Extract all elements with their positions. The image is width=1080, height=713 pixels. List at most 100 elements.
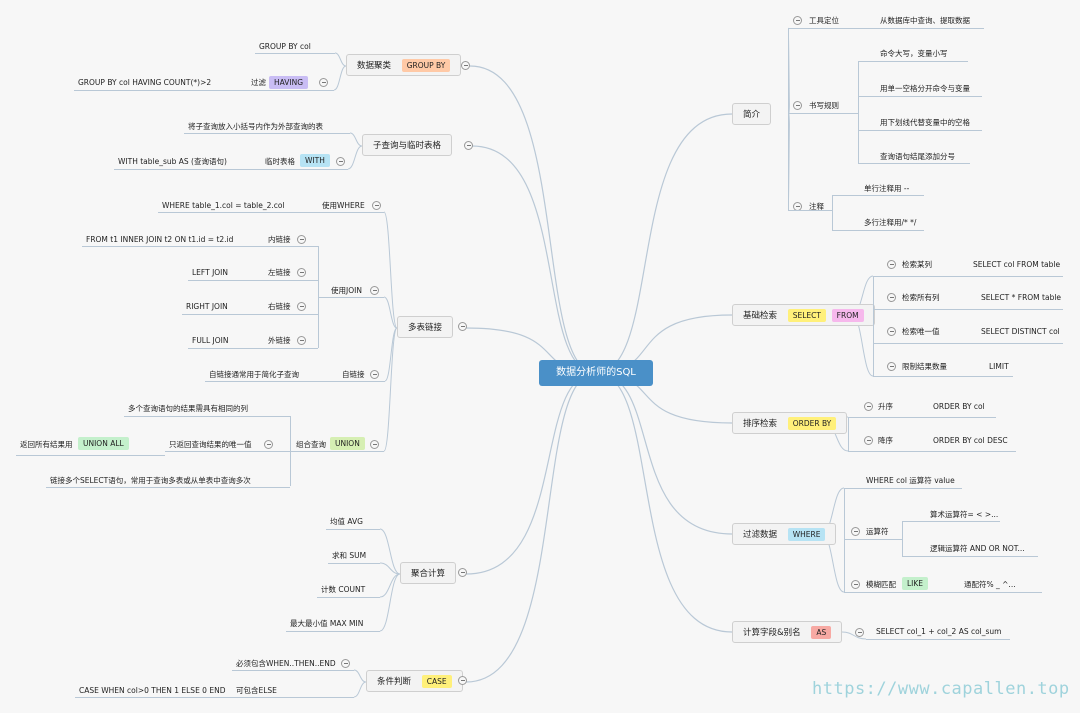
tag-where: WHERE: [787, 528, 826, 541]
leaf-text: WHERE table_1.col = table_2.col: [162, 201, 285, 210]
collapse-toggle[interactable]: [864, 402, 873, 411]
leaf-text: 求和 SUM: [332, 551, 367, 560]
collapse-toggle[interactable]: [851, 527, 860, 536]
node-label: 检索所有列: [902, 293, 940, 302]
node-label: 临时表格: [265, 157, 295, 166]
topic-join[interactable]: 多表链接: [397, 316, 454, 338]
leaf-text: 单行注释用 --: [864, 184, 910, 193]
collapse-toggle[interactable]: [370, 440, 379, 449]
node-label: 模糊匹配: [866, 580, 896, 589]
connector-right-4: [595, 372, 733, 633]
leaf-text: LIMIT: [989, 362, 1009, 371]
leaf-text: SELECT col FROM table: [973, 260, 1061, 269]
node-label: 工具定位: [809, 16, 839, 25]
collapse-toggle[interactable]: [297, 302, 306, 311]
center-topic[interactable]: 数据分析师的SQL: [539, 360, 653, 386]
topic-aggregate[interactable]: 聚合计算: [400, 562, 457, 584]
collapse-toggle[interactable]: [336, 157, 345, 166]
collapse-toggle[interactable]: [341, 659, 350, 668]
leaf-text: SELECT * FROM table: [981, 293, 1062, 302]
topic-label: 子查询与临时表格: [373, 141, 442, 151]
collapse-toggle[interactable]: [372, 201, 381, 210]
node-label: 使用JOIN: [331, 286, 362, 295]
collapse-toggle[interactable]: [370, 370, 379, 379]
node-label: 检索某列: [902, 260, 932, 269]
collapse-toggle[interactable]: [864, 436, 873, 445]
collapse-toggle[interactable]: [297, 235, 306, 244]
leaf-text: GROUP BY col: [259, 42, 311, 51]
node-label: 检索唯一值: [902, 327, 940, 336]
leaf-text: 用单一空格分开命令与变量: [880, 84, 970, 93]
tag-with: WITH: [300, 154, 330, 167]
topic-label: 数据聚类: [357, 61, 392, 71]
leaf-text: SELECT DISTINCT col: [981, 327, 1060, 336]
leaf-text: 计数 COUNT: [321, 585, 366, 594]
collapse-toggle[interactable]: [464, 141, 473, 150]
collapse-toggle[interactable]: [370, 286, 379, 295]
topic-alias[interactable]: 计算字段&别名 AS: [732, 621, 843, 643]
topic-order[interactable]: 排序检索 ORDER BY: [732, 412, 848, 434]
leaf-text: WITH table_sub AS (查询语句): [118, 157, 227, 166]
node-label: 外链接: [268, 336, 291, 345]
tag-case: CASE: [421, 675, 452, 688]
collapse-toggle[interactable]: [319, 78, 328, 87]
leaf-text: 将子查询放入小括号内作为外部查询的表: [188, 122, 323, 131]
leaf-text: 最大最小值 MAX MIN: [290, 619, 364, 628]
collapse-toggle[interactable]: [851, 580, 860, 589]
leaf-text: ORDER BY col DESC: [933, 436, 1008, 445]
topic-intro[interactable]: 简介: [732, 103, 772, 125]
topic-select[interactable]: 基础检索 SELECT FROM: [732, 304, 875, 326]
leaf-text: 多个查询语句的结果需具有相同的列: [128, 404, 248, 413]
collapse-toggle[interactable]: [461, 61, 470, 70]
node-label: 运算符: [866, 527, 889, 536]
sub-connector-8: [379, 528, 401, 575]
topic-label: 聚合计算: [411, 569, 446, 579]
leaf-text: 逻辑运算符 AND OR NOT...: [930, 544, 1025, 553]
leaf-text: FROM t1 INNER JOIN t2 ON t1.id = t2.id: [86, 235, 234, 244]
topic-group-by[interactable]: 数据聚类 GROUP BY: [346, 54, 462, 76]
connector-left-0: [469, 65, 597, 374]
sub-connector-11: [379, 573, 401, 632]
sub-connector-3: [347, 145, 363, 170]
leaf-text: 从数据库中查询、提取数据: [880, 16, 970, 25]
collapse-toggle[interactable]: [458, 322, 467, 331]
sub-connector-0: [334, 52, 347, 67]
collapse-toggle[interactable]: [855, 628, 864, 637]
collapse-toggle[interactable]: [297, 268, 306, 277]
collapse-toggle[interactable]: [793, 101, 802, 110]
leaf-text: 通配符% _ ^...: [964, 580, 1016, 589]
leaf-text: 多行注释用/* */: [864, 218, 917, 227]
collapse-toggle[interactable]: [887, 260, 896, 269]
sub-connector-5: [383, 296, 398, 329]
collapse-toggle[interactable]: [458, 676, 467, 685]
tag-union: UNION: [330, 437, 365, 450]
collapse-toggle[interactable]: [887, 293, 896, 302]
collapse-toggle[interactable]: [458, 568, 467, 577]
tag-as: AS: [811, 626, 832, 639]
topic-label: 多表链接: [408, 323, 443, 333]
topic-filter[interactable]: 过滤数据 WHERE: [732, 523, 837, 545]
collapse-toggle[interactable]: [887, 327, 896, 336]
node-label: 注释: [809, 202, 824, 211]
collapse-toggle[interactable]: [793, 16, 802, 25]
leaf-text: 均值 AVG: [330, 517, 363, 526]
leaf-text: 命令大写，变量小写: [880, 49, 948, 58]
topic-subquery[interactable]: 子查询与临时表格: [362, 134, 453, 156]
leaf-text: 算术运算符= < >...: [930, 510, 999, 519]
tag-select: SELECT: [787, 309, 826, 322]
node-label: 自链接: [342, 370, 365, 379]
node-label: 右链接: [268, 302, 291, 311]
node-label: 组合查询: [296, 440, 326, 449]
topic-label: 过滤数据: [743, 530, 778, 540]
connector-left-3: [465, 372, 597, 575]
leaf-text: 查询语句结尾添加分号: [880, 152, 955, 161]
leaf-text: 链接多个SELECT语句，常用于查询多表或从单表中查询多次: [50, 476, 251, 485]
collapse-toggle[interactable]: [297, 336, 306, 345]
node-label: 可包含ELSE: [236, 686, 277, 695]
topic-case[interactable]: 条件判断 CASE: [366, 670, 463, 692]
sub-connector-13: [353, 681, 367, 698]
collapse-toggle[interactable]: [264, 440, 273, 449]
collapse-toggle[interactable]: [887, 362, 896, 371]
tag-union-all: UNION ALL: [78, 437, 129, 450]
